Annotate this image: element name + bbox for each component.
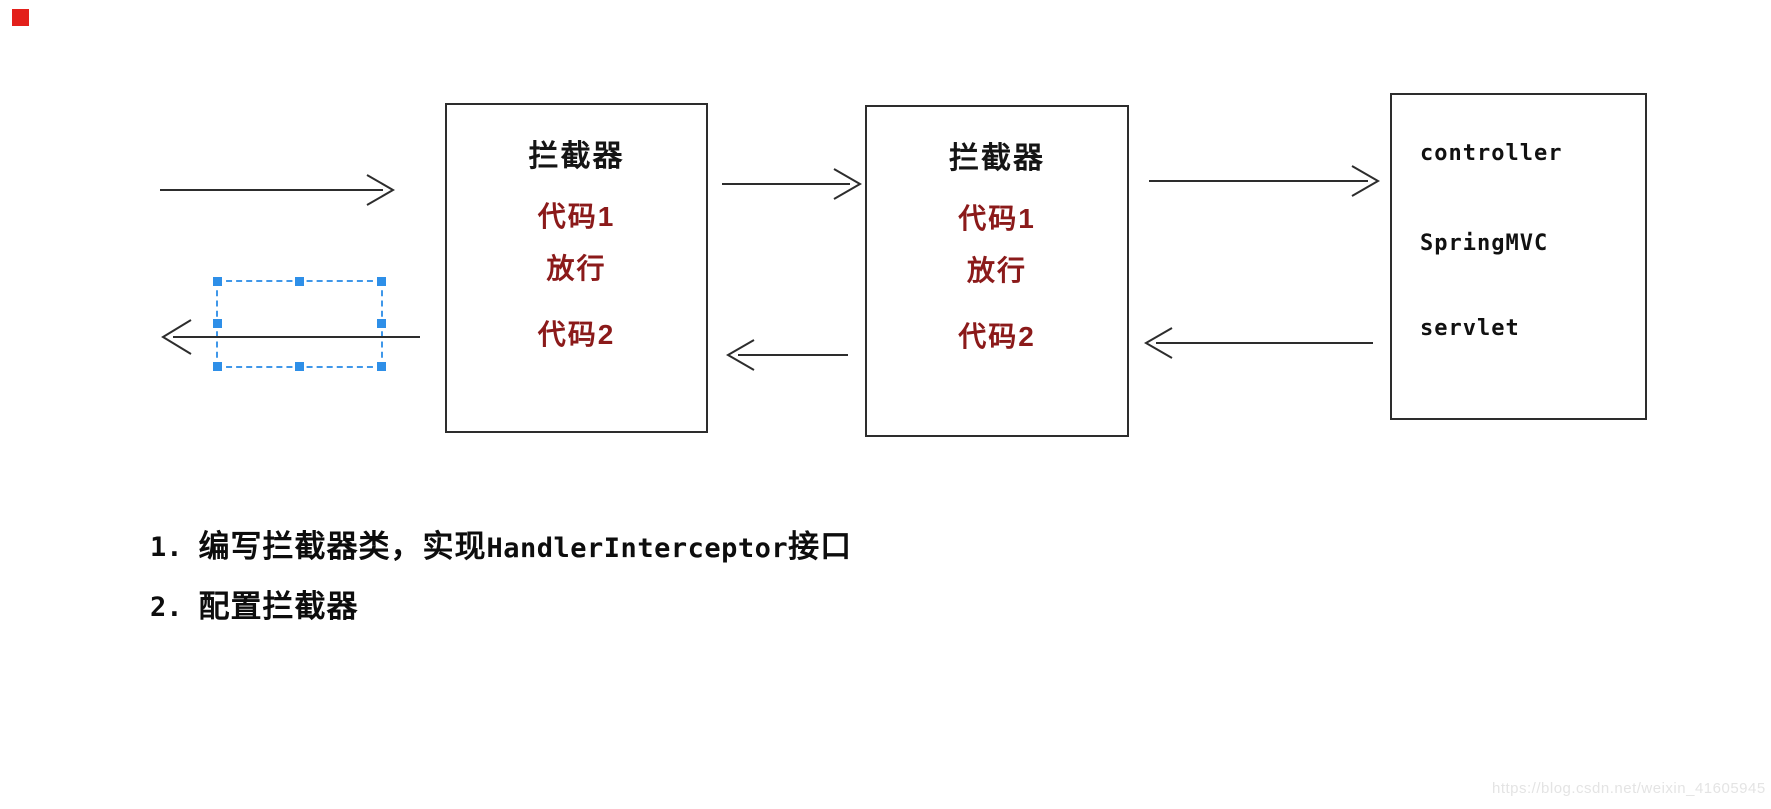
note-1-text-after: 接口 [788,529,853,564]
selection-handle-top-right[interactable] [377,277,386,286]
selection-handle-middle-right[interactable] [377,319,386,328]
response-arrow-3 [161,319,420,355]
response-arrow-2 [725,339,848,371]
interceptor-2-title: 拦截器 [949,142,1045,175]
interceptor-1-pass-label: 放行 [546,253,607,284]
arrowhead-right-icon [833,168,863,200]
request-arrow-1 [160,174,396,206]
response-arrow-1 [1143,327,1373,359]
request-arrow-2 [722,168,863,200]
controller-label: controller [1420,141,1563,166]
interceptor-1-code2-label: 代码2 [537,319,616,350]
arrowhead-left-icon [1143,327,1173,359]
arrowhead-left-icon [725,339,755,371]
controller-box: controller SpringMVC servlet [1390,93,1647,420]
note-1-code: HandlerInterceptor [486,533,789,564]
selection-handle-top-left[interactable] [213,277,222,286]
selection-box[interactable] [213,277,386,371]
selection-handle-bottom-right[interactable] [377,362,386,371]
selection-handle-middle-left[interactable] [213,319,222,328]
servlet-label: servlet [1420,316,1520,341]
interceptor-2-code1-label: 代码1 [958,203,1036,234]
selection-handle-top-middle[interactable] [294,277,304,286]
note-1: 1. 编写拦截器类，实现HandlerInterceptor接口 [150,521,852,566]
interceptor-2-pass-label: 放行 [966,255,1027,286]
selection-handle-bottom-middle[interactable] [294,362,304,371]
note-1-text-before: 编写拦截器类，实现 [198,529,487,564]
note-2: 2. 配置拦截器 [150,581,359,626]
selection-handle-bottom-left[interactable] [213,362,222,371]
note-2-number: 2. [150,592,183,623]
arrowhead-right-icon [366,174,396,206]
interceptor-2-code2-label: 代码2 [958,321,1036,352]
request-arrow-3 [1149,165,1381,197]
note-2-text: 配置拦截器 [198,589,359,624]
interceptor-1-code1-label: 代码1 [537,201,616,232]
recording-indicator [12,9,29,26]
springmvc-label: SpringMVC [1420,231,1549,256]
interceptor-2-box: 拦截器 代码1 放行 代码2 [865,105,1129,437]
note-1-number: 1. [150,532,183,563]
arrowhead-left-icon [161,319,192,355]
csdn-watermark: https://blog.csdn.net/weixin_41605945 [1492,780,1766,797]
arrowhead-right-icon [1351,165,1381,197]
interceptor-1-title: 拦截器 [528,140,625,173]
interceptor-1-box: 拦截器 代码1 放行 代码2 [445,103,708,433]
